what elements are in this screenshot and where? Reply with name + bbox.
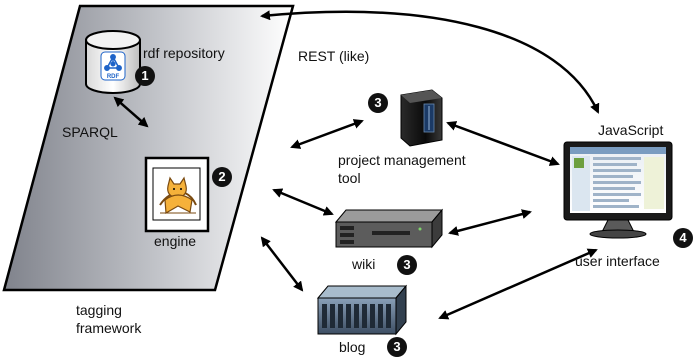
arrow-wiki-ui xyxy=(448,209,532,236)
javascript-label: JavaScript xyxy=(598,122,664,138)
blog-server-icon xyxy=(316,284,408,336)
engine-label: engine xyxy=(154,233,197,249)
user-interface-label: user interface xyxy=(575,253,660,269)
arrow-framework-project-management xyxy=(290,119,364,149)
rdf-logo-icon xyxy=(104,54,122,71)
blog-label: blog xyxy=(339,339,366,355)
arrow-project-management-ui xyxy=(446,121,560,166)
tagging-framework-panel xyxy=(2,4,295,292)
tagging-framework-label-line1: tagging xyxy=(76,302,122,318)
arrow-framework-wiki xyxy=(272,188,334,216)
arrow-blog-ui xyxy=(438,248,598,320)
rest-label: REST (like) xyxy=(298,48,370,64)
connection-arrows xyxy=(113,10,600,320)
badge-user-interface: 4 xyxy=(673,228,693,248)
rdf-logo-text: RDF xyxy=(107,74,120,80)
badge-project-management: 3 xyxy=(368,93,388,113)
rdf-repository-icon: RDF xyxy=(85,30,141,94)
engine-icon xyxy=(144,156,210,233)
project-management-label-line2: tool xyxy=(338,170,361,186)
badge-engine: 2 xyxy=(212,167,232,187)
project-management-tool-icon xyxy=(400,89,443,147)
rdf-repository-label: rdf repository xyxy=(143,45,225,61)
user-interface-monitor-icon xyxy=(563,141,673,239)
arrow-rest-javascript xyxy=(260,10,600,114)
wiki-label: wiki xyxy=(352,256,376,272)
project-management-label-line1: project management xyxy=(338,152,466,168)
arrow-repository-engine xyxy=(113,96,149,128)
sparql-label: SPARQL xyxy=(62,124,118,140)
badge-wiki: 3 xyxy=(397,255,417,275)
badge-blog: 3 xyxy=(387,337,407,357)
badge-repository: 1 xyxy=(135,66,155,86)
tagging-framework-label-line2: framework xyxy=(76,320,142,336)
wiki-server-icon xyxy=(334,208,444,249)
arrow-framework-blog xyxy=(260,236,304,292)
